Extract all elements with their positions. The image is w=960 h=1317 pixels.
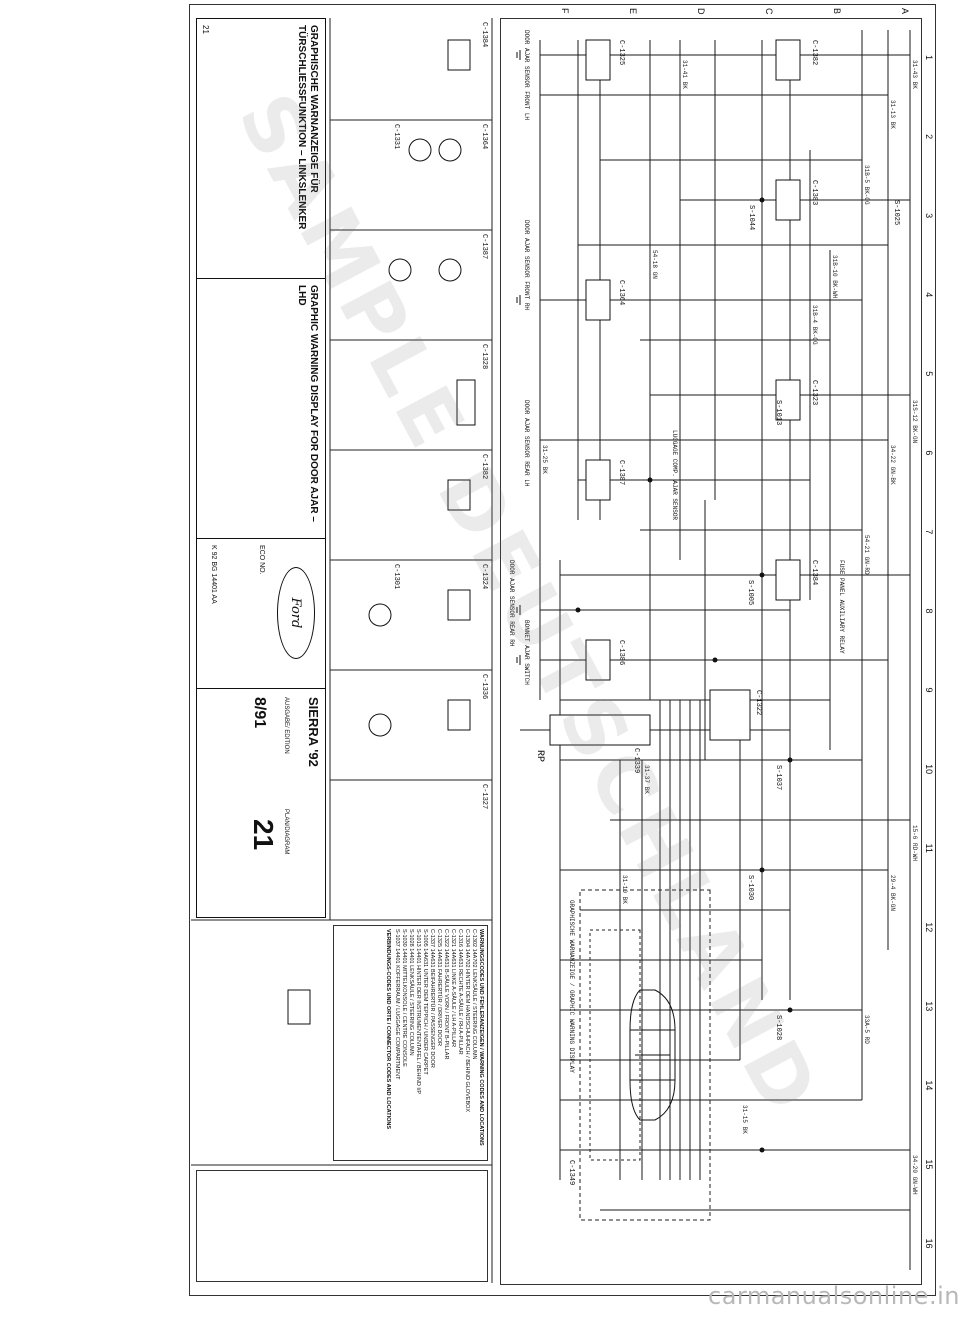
site-footer: carmanualsonline.info xyxy=(708,1282,960,1310)
legend-rows: C-1302 14A702 LENKSÄULE / STEERING COLUM… xyxy=(393,929,477,1157)
legend-row: C-1302 14A702 LENKSÄULE / STEERING COLUM… xyxy=(471,929,477,1060)
legend-header: WARNUNGSCODES UND FEHLERANZEIGEN / WARNI… xyxy=(478,929,484,1146)
connector-label: C-1364 xyxy=(480,124,488,150)
connector-label: C-1386 xyxy=(617,640,625,666)
wire-code: 31-25 BK xyxy=(541,445,548,474)
wire-code: 33A-5 RD xyxy=(863,1015,870,1044)
legend-row: S-1028 14401 LENKSÄULE / STEERING COLUMN xyxy=(408,929,414,1056)
wire-code: 31B-4 BK-OG xyxy=(811,305,818,345)
connector-label: C-1387 xyxy=(617,460,625,486)
model-cell: SIERRA '92 AUSGABE/ EDITION PLAN/DIAGRAM… xyxy=(197,689,325,917)
legend-row: S-1037 14401 KOFFERRAUM / LUGGAGE COMPAR… xyxy=(394,929,400,1080)
wire-code: 15-6 RD-WH xyxy=(911,825,918,862)
legend-row: C-1337 14A631 BEIFAHRERTÜR / PASSENGER D… xyxy=(429,929,435,1068)
connector-label: C-1325 xyxy=(617,40,625,66)
splice-label: S-1037 xyxy=(774,765,782,791)
instrument-cluster-label: GRAPHISCHE WARNANZEIGE / GRAPHIC WARNING… xyxy=(568,900,575,1073)
connector-label: C-1349 xyxy=(567,1160,575,1186)
wire-code: 31S-12 BK-GN xyxy=(911,400,918,444)
wire-code: 29-4 BK-GN xyxy=(889,875,896,912)
rp-label: RP xyxy=(534,750,545,763)
connector-label: C-1336 xyxy=(480,674,488,700)
part-number: K 92 BG 14401 AA xyxy=(210,545,217,604)
model-name: SIERRA '92 xyxy=(306,697,321,767)
connector-label: C-1387 xyxy=(480,234,488,260)
connector-location-legend: WARNUNGSCODES UND FEHLERANZEIGEN / WARNI… xyxy=(333,925,488,1161)
legend-row: C-1322 14A631 B-SÄULE VORN / FRONT B-PIL… xyxy=(443,929,449,1060)
diagram-number: 21 xyxy=(248,819,279,851)
splice-label: S-1044 xyxy=(747,205,755,231)
connector-label: C-1327 xyxy=(480,784,488,810)
connector-label: C-1382 xyxy=(810,40,818,66)
splice-label: S-1005 xyxy=(746,580,754,606)
wire-code: 31-13 BK xyxy=(889,100,896,129)
legend-row: C-1316 14A631 RECHTE A-SÄULE / RH A-PILL… xyxy=(457,929,463,1055)
legend-location-header: VERBINDUNGS-CODES UND ORTE / CONNECTOR C… xyxy=(385,929,391,1130)
splice-label: S-1013 xyxy=(774,400,782,426)
connector-label: C-1364 xyxy=(617,280,625,306)
connector-label: C-1322 xyxy=(754,690,762,716)
wire-code: 31-43 BK xyxy=(911,60,918,89)
door-sensor-fl-label: DOOR AJAR SENSOR FRONT LH xyxy=(523,30,530,121)
connector-label: C-1384 xyxy=(810,560,818,586)
legend-row: C-1304 14A702 HINTER DEM HANDSCHUHFACH /… xyxy=(464,929,470,1113)
legend-row: S-1005 14A631 UNTER DEM TEPPICH / UNDER … xyxy=(422,929,428,1075)
title-english: GRAPHIC WARNING DISPLAY FOR DOOR AJAR – … xyxy=(197,279,325,539)
connector-label: C-1328 xyxy=(480,344,488,370)
splice-label: S-1025 xyxy=(892,200,900,226)
ford-logo: Ford xyxy=(277,567,315,659)
legend-row: C-1321 14A631 LINKE A-SÄULE / LH A-PILLA… xyxy=(450,929,456,1048)
english-title: GRAPHIC WARNING DISPLAY FOR DOOR AJAR – … xyxy=(296,285,319,522)
wire-code: 31B-5 BK-OG xyxy=(863,165,870,205)
wire-code: 31B-10 BK-WH xyxy=(831,255,838,299)
page-number-left: 21 xyxy=(201,25,210,34)
wire-code: 54-21 GN-RD xyxy=(863,535,870,575)
continuation-panel xyxy=(196,1170,488,1282)
plan-label: PLAN/DIAGRAM xyxy=(283,809,289,855)
wire-code: 31-41 BK xyxy=(681,60,688,89)
wiring-schematic xyxy=(191,18,911,1283)
legend-row: S-1013 14401 HINTER DER INSTRUMENTENTAFE… xyxy=(415,929,421,1095)
logo-cell: Ford ECO NO. K 92 BG 14401 AA xyxy=(197,539,325,689)
edition: 8/91 xyxy=(251,697,268,729)
door-sensor-rl-label: DOOR AJAR SENSOR REAR LH xyxy=(523,400,530,487)
connector-label: C-1301 xyxy=(392,564,400,590)
fuse-panel-label: FUSE PANEL AUXILIARY RELAY xyxy=(838,560,845,654)
door-sensor-fr-label: DOOR AJAR SENSOR FRONT RH xyxy=(523,220,530,311)
boot-sensor-label: LUGGAGE COMP. AJAR SENSOR xyxy=(671,430,678,521)
legend-row: C-1325 14A631 FAHRERTÜR / DRIVER DOOR xyxy=(436,929,442,1046)
connector-label: C-1383 xyxy=(810,180,818,206)
splice-label: S-1030 xyxy=(746,875,754,901)
legend-row: S-1030 14401 MITTELKONSOLE / CENTRE CONS… xyxy=(401,929,407,1067)
issue-label: AUSGABE/ EDITION xyxy=(283,697,289,754)
wire-code: 54-18 GN xyxy=(651,250,658,279)
connector-label: C-1331 xyxy=(392,124,400,150)
eco-label: ECO NO. xyxy=(258,545,265,575)
wire-code: 34-22 GN-BK xyxy=(889,445,896,485)
connector-label: C-1323 xyxy=(810,380,818,406)
connector-label: C-1384 xyxy=(480,22,488,48)
wire-code: 34-20 GN-WH xyxy=(911,1155,918,1195)
